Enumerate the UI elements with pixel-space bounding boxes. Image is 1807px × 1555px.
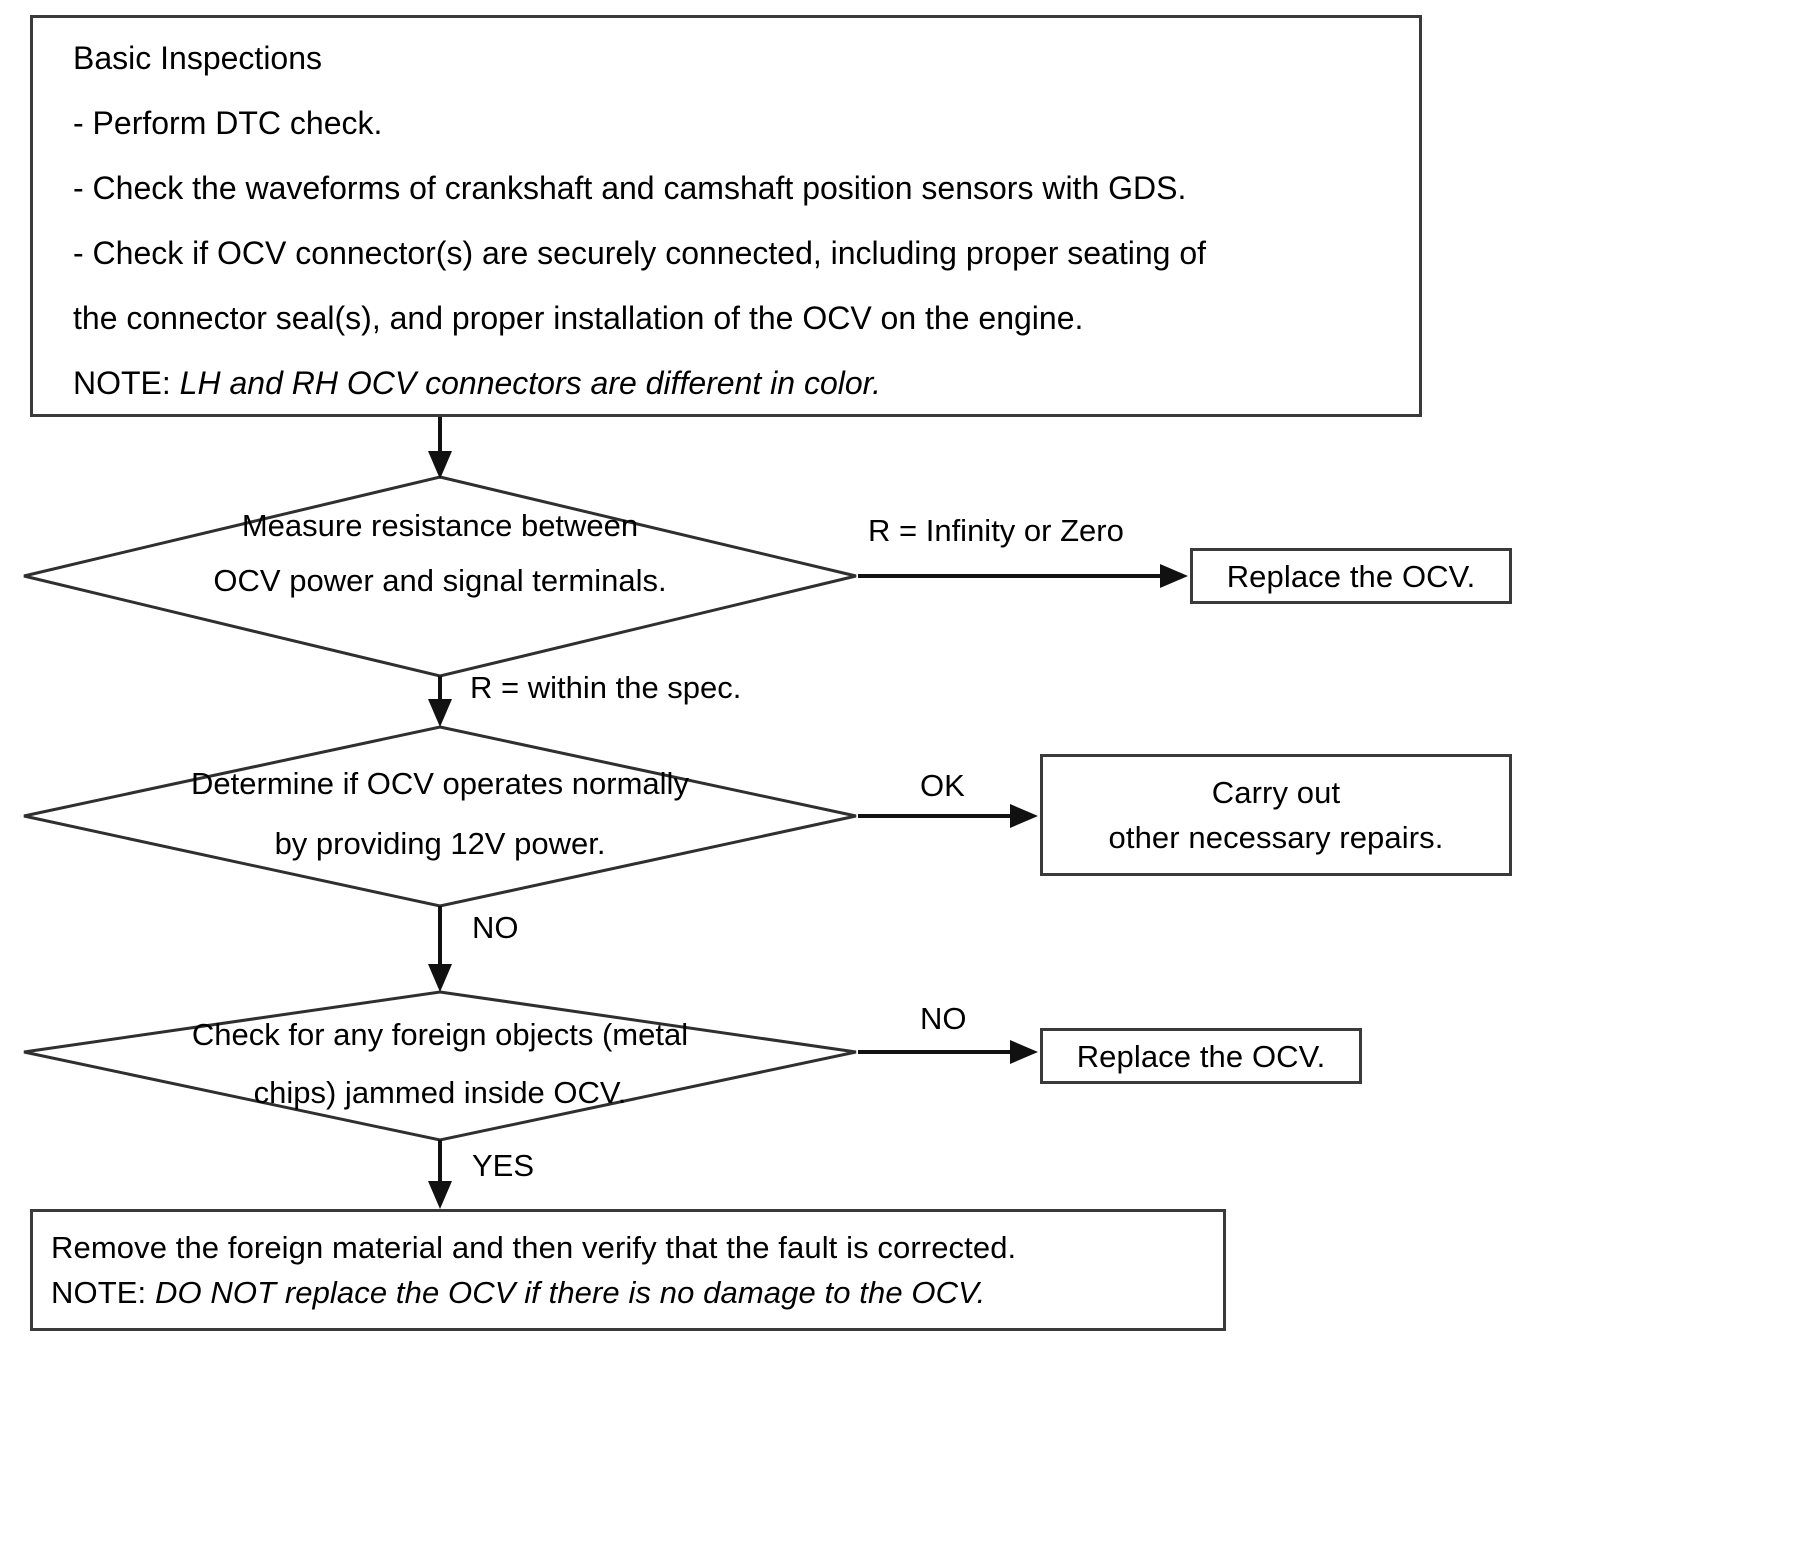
intro-box: Basic Inspections - Perform DTC check. -… xyxy=(30,15,1422,417)
decision-3-line1: Check for any foreign objects (metal xyxy=(191,1017,689,1052)
intro-bullet-4: the connector seal(s), and proper instal… xyxy=(73,300,1084,336)
final-action-box: Remove the foreign material and then ver… xyxy=(30,1209,1226,1331)
decision-2-line2: by providing 12V power. xyxy=(274,826,606,861)
decision-2-line1: Determine if OCV operates normally xyxy=(191,766,689,801)
intro-note-label: NOTE: xyxy=(73,365,171,401)
arrowhead-measure-to-determine xyxy=(428,699,452,727)
edge-label-no-from-operation: NO xyxy=(472,910,519,945)
carry-out-repairs-box: Carry out other necessary repairs. xyxy=(1040,754,1512,876)
final-note-text: DO NOT replace the OCV if there is no da… xyxy=(154,1275,986,1310)
replace-ocv-box-2: Replace the OCV. xyxy=(1040,1028,1362,1084)
decision-1-line2: OCV power and signal terminals. xyxy=(213,563,667,598)
arrowhead-intro-to-measure xyxy=(428,451,452,479)
edge-label-r-within-spec: R = within the spec. xyxy=(470,670,742,705)
final-line-1: Remove the foreign material and then ver… xyxy=(51,1230,1017,1265)
final-note-label: NOTE: xyxy=(51,1275,147,1310)
replace-ocv-label-2: Replace the OCV. xyxy=(1076,1038,1326,1074)
arrowhead-foreign-to-final xyxy=(428,1181,452,1209)
edge-label-no-from-foreign: NO xyxy=(920,1001,967,1036)
arrowhead-determine-to-foreign xyxy=(428,964,452,992)
carry-out-line-2: other necessary repairs. xyxy=(1108,820,1444,855)
carry-out-line-1: Carry out xyxy=(1211,775,1341,810)
intro-note-text: LH and RH OCV connectors are different i… xyxy=(179,365,882,401)
decision-diamond-determine-operation xyxy=(23,725,857,908)
edge-label-yes-from-foreign: YES xyxy=(472,1148,535,1183)
edge-label-ok: OK xyxy=(920,768,965,803)
replace-ocv-label-1: Replace the OCV. xyxy=(1226,558,1476,594)
arrowhead-measure-to-replace xyxy=(1160,564,1188,588)
intro-note: NOTE: LH and RH OCV connectors are diffe… xyxy=(73,365,1419,402)
intro-bullet-2: - Check the waveforms of crankshaft and … xyxy=(73,170,1187,206)
intro-bullet-1: - Perform DTC check. xyxy=(73,105,383,141)
arrowhead-foreign-to-replace xyxy=(1010,1040,1038,1064)
decision-diamond-check-foreign-objects xyxy=(23,990,857,1142)
decision-1-line1: Measure resistance between xyxy=(241,508,639,543)
intro-bullet-3: - Check if OCV connector(s) are securely… xyxy=(73,235,1206,271)
final-note: NOTE: DO NOT replace the OCV if there is… xyxy=(51,1277,985,1308)
replace-ocv-box-1: Replace the OCV. xyxy=(1190,548,1512,604)
edge-label-r-infinity-or-zero: R = Infinity or Zero xyxy=(868,513,1124,548)
intro-heading: Basic Inspections xyxy=(73,40,323,76)
arrowhead-determine-to-carryout xyxy=(1010,804,1038,828)
decision-3-line2: chips) jammed inside OCV. xyxy=(253,1075,627,1110)
